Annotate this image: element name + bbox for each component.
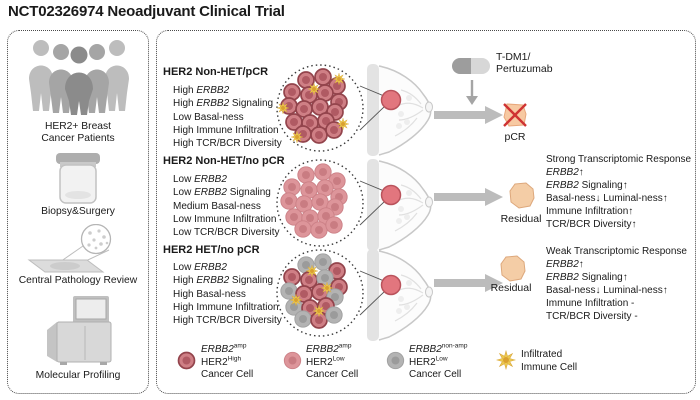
page-title: NCT02326974 Neoadjuvant Clinical Trial <box>8 3 285 20</box>
breast-icon <box>366 158 434 252</box>
breast-icon <box>366 248 434 342</box>
group3-response: Weak Transcriptomic Response ERBB2↑ ERBB… <box>546 246 687 322</box>
tumor-icon <box>380 274 402 296</box>
group3-header: HER2 HET/no pCR <box>163 244 260 256</box>
group1-outcome-label: pCR <box>504 131 526 143</box>
group1-header: HER2 Non-HET/pCR <box>163 66 269 78</box>
group2-outcome-label: Residual <box>500 213 542 225</box>
group3-outcome-label: Residual <box>490 282 532 294</box>
no-pcr-crossed-icon <box>503 103 527 127</box>
group2-residual-tumor-icon <box>509 182 535 209</box>
pathology-label: Central Pathology Review <box>18 275 138 286</box>
pill-icon <box>452 58 490 74</box>
main-panel <box>156 30 696 394</box>
group1-arrow-right-icon <box>434 106 503 124</box>
profiling-label: Molecular Profiling <box>35 370 121 381</box>
treatment-label: T-DM1/ Pertuzumab <box>496 51 553 75</box>
group3-arrow-right-icon <box>434 274 503 292</box>
pathology-slide-icon <box>27 224 112 273</box>
legend-immune-cell-icon <box>496 350 516 370</box>
group1-features: High ERBB2 High ERBB2 Signaling Low Basa… <box>173 85 282 150</box>
group3-tumor-illustration <box>276 248 434 342</box>
tumor-icon <box>380 184 402 206</box>
legend-her2-high-label: ERBB2amp HER2High Cancer Cell <box>201 342 254 381</box>
legend-her2-low-label: ERBB2amp HER2Low Cancer Cell <box>306 342 359 381</box>
workflow-sidebar <box>7 30 149 394</box>
breast-icon <box>366 63 434 157</box>
legend-non-amp-label: ERBB2non-amp HER2Low Cancer Cell <box>409 342 468 381</box>
legend-non-amp-cell-icon <box>386 351 405 370</box>
group3-features: Low ERBB2 High ERBB2 Signaling High Basa… <box>173 262 282 327</box>
biopsy-label: Biopsy&Surgery <box>41 206 115 217</box>
biopsy-jar-icon <box>56 153 100 204</box>
group2-header: HER2 Non-HET/no pCR <box>163 155 285 167</box>
legend-her2-high-cell-icon <box>177 351 196 370</box>
group3-residual-tumor-icon <box>500 255 526 282</box>
patients-icon <box>29 40 129 115</box>
legend-her2-low-cell-icon <box>283 351 302 370</box>
group2-response: Strong Transcriptomic Response ERBB2↑ ER… <box>546 154 692 230</box>
group2-arrow-right-icon <box>434 188 503 206</box>
group1-tumor-illustration <box>276 63 434 157</box>
sequencer-icon <box>47 296 112 365</box>
arrow-down-icon <box>466 80 478 105</box>
tumor-icon <box>380 89 402 111</box>
legend-immune-label: Infiltrated Immune Cell <box>521 349 578 373</box>
patients-label: HER2+ Breast Cancer Patients <box>41 121 115 144</box>
group2-features: Low ERBB2 Low ERBB2 Signaling Medium Bas… <box>173 174 280 239</box>
group2-tumor-illustration <box>276 158 434 252</box>
